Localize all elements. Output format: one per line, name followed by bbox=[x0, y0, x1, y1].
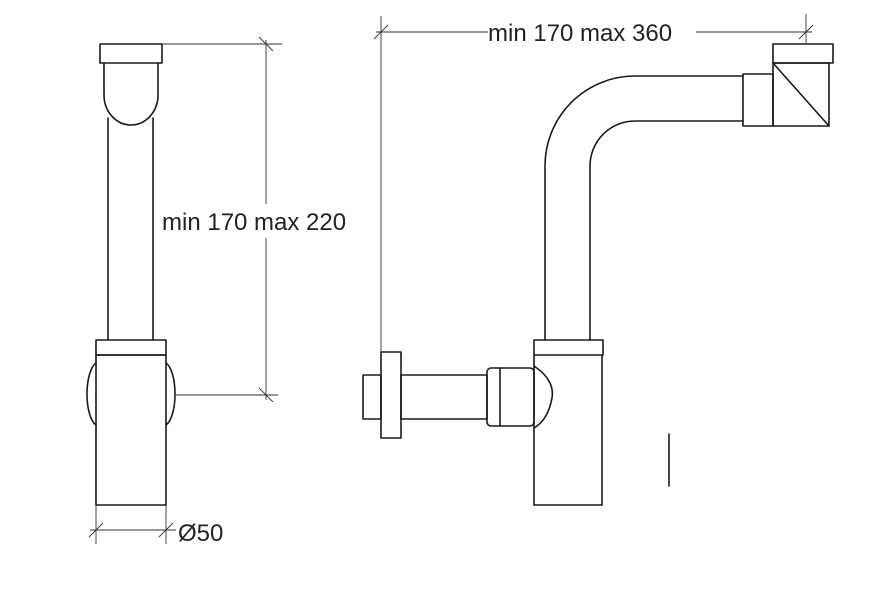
height-label: min 170 max 220 bbox=[162, 209, 346, 236]
width-tick-right bbox=[798, 24, 814, 40]
height-label-bg bbox=[164, 204, 370, 238]
side-top-cap bbox=[772, 43, 834, 64]
diameter-tick-right bbox=[158, 522, 174, 538]
height-tick-bottom bbox=[258, 387, 274, 403]
front-outlet-right bbox=[165, 362, 176, 426]
side-pipe-outer bbox=[544, 75, 744, 341]
side-wall-flange bbox=[380, 351, 402, 439]
diameter-tick-left bbox=[88, 522, 104, 538]
side-pipe-inner bbox=[589, 120, 744, 341]
front-outlet-left bbox=[86, 362, 97, 426]
width-tick-left bbox=[373, 24, 389, 40]
front-top-cap bbox=[99, 43, 163, 64]
height-tick-top bbox=[258, 36, 274, 52]
side-view-siphon bbox=[362, 43, 834, 506]
width-dimension: min 170 max 360 bbox=[373, 14, 814, 352]
side-wall-sleeve bbox=[362, 374, 382, 420]
side-collar bbox=[533, 339, 604, 356]
side-bottle-body bbox=[533, 354, 603, 506]
side-outlet-coupling bbox=[486, 367, 535, 427]
side-coupling bbox=[742, 73, 774, 127]
front-collar bbox=[95, 339, 167, 356]
front-view-siphon bbox=[86, 43, 176, 506]
diameter-dimension: Ø50 bbox=[88, 505, 223, 547]
side-wall-pipe bbox=[400, 374, 488, 420]
front-bottle-body bbox=[95, 354, 167, 506]
diameter-label: Ø50 bbox=[178, 520, 223, 547]
side-elbow-diagonal bbox=[772, 62, 830, 127]
side-outlet-curve bbox=[533, 365, 554, 429]
front-elbow bbox=[103, 62, 159, 126]
height-dimension: min 170 max 220 bbox=[162, 36, 370, 403]
width-label: min 170 max 360 bbox=[488, 20, 672, 47]
width-label-bg bbox=[488, 16, 696, 48]
